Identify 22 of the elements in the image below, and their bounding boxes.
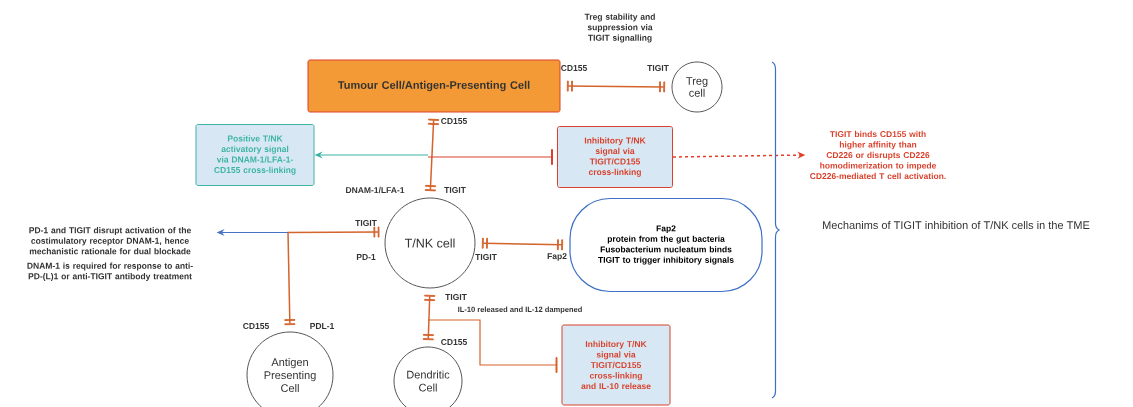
binding-line	[566, 80, 666, 93]
binding-line	[284, 226, 380, 326]
rounded-box: Fap2 protein from the gut bacteria Fusobacterium nucleatum binds TIGIT to trigger inhibitory signals	[569, 197, 763, 293]
signal-box: Positive T/NK activatory signal via DNAM-1/LFA-1-CD155 cross-linking	[195, 124, 315, 186]
molecule-label: PD-1	[356, 254, 376, 260]
molecule-label: DNAM-1/LFA-1	[346, 186, 405, 194]
binding-line	[481, 237, 564, 251]
signal-box: Inhibitory T/NK signal via TIGIT/CD155 cross-linking and IL-10 release	[561, 324, 671, 406]
inhibition-line	[427, 319, 558, 373]
binding-line	[424, 118, 440, 192]
brace-label: Mechanims of TIGIT inhibition of T/NK cells in the TME	[823, 220, 1090, 230]
molecule-label: Fap2	[547, 253, 567, 261]
molecule-label: TIGIT	[475, 254, 497, 260]
signal-box: Inhibitory T/NK signal via TIGIT/CD155 cross-linking	[557, 126, 673, 188]
binding-line	[422, 294, 436, 341]
molecule-label: CD155	[441, 118, 467, 124]
cell-box: Tumour Cell/Antigen-Presenting Cell	[307, 59, 561, 113]
molecule-label: TIGIT	[355, 220, 377, 226]
annotation-text: Treg stability and suppression via TIGIT signalling	[584, 13, 655, 43]
annotation-text: PD-1 and TIGIT disrupt activation of the costimulatory receptor DNAM-1, hence mechanistic rationale for dual blockade DNAM-1 is required for response to anti-PD-(L)1 or anti-TIGIT antibody treatment	[27, 227, 193, 281]
inhibition-line	[427, 149, 553, 165]
annotation-text: TIGIT binds CD155 with higher affinity than CD226 or disrupts CD226 homodimerization to impede CD226-mediated T cell activation.	[810, 130, 946, 180]
